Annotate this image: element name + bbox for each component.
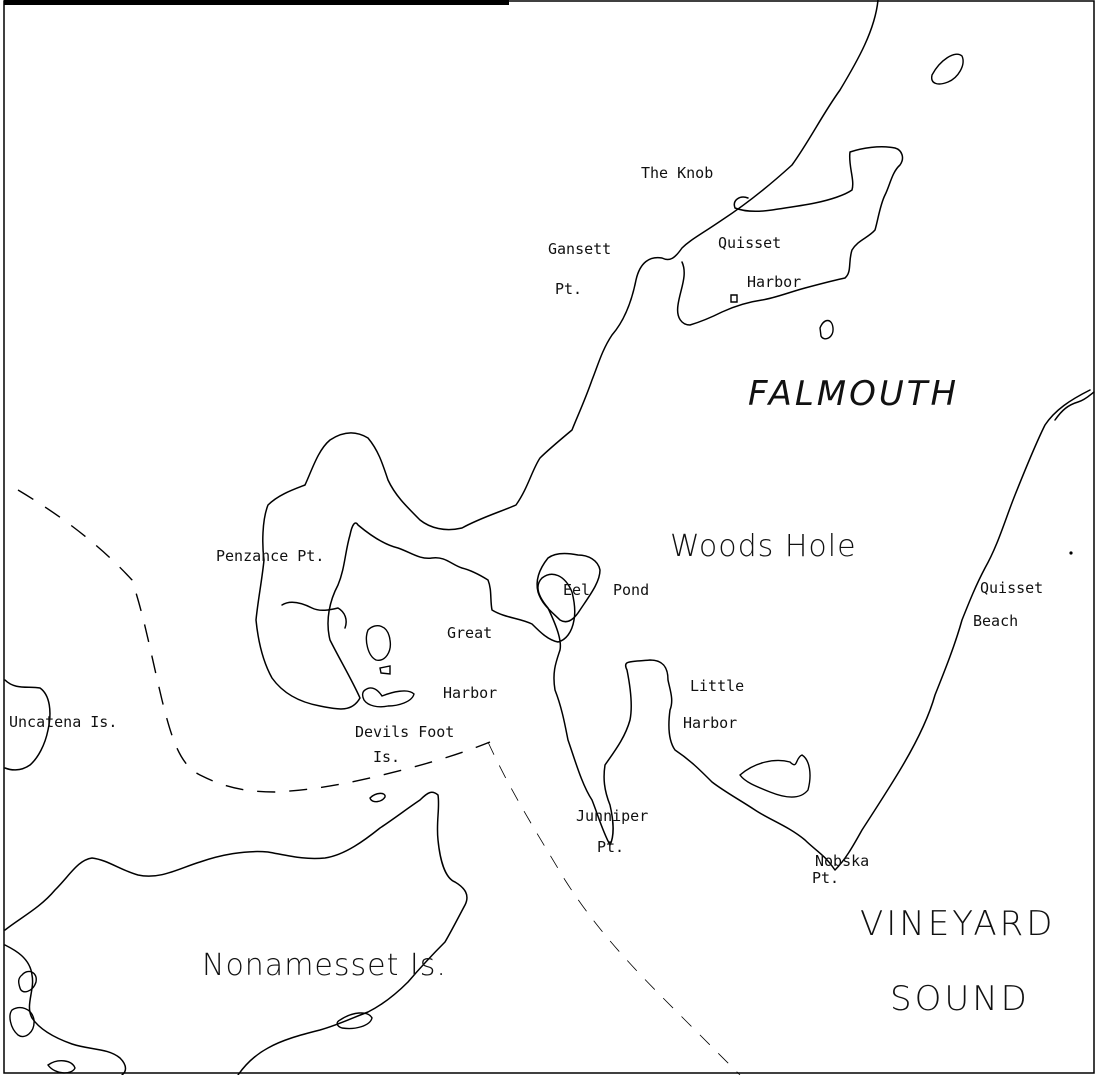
label-great: Great bbox=[447, 624, 492, 642]
eel-pond-shore bbox=[536, 552, 601, 623]
uncatena-island bbox=[4, 679, 51, 771]
great-harbor-islet bbox=[365, 624, 392, 661]
label-junniper: Junniper bbox=[576, 807, 648, 825]
channel-south-east bbox=[487, 741, 741, 1075]
map-frame bbox=[3, 0, 1095, 1074]
label-little: Little bbox=[690, 677, 744, 695]
devils-foot-island bbox=[361, 687, 415, 708]
label-vineyard: VINEYARD bbox=[860, 904, 1055, 944]
mainland-coastline bbox=[255, 0, 1091, 871]
label-pond: Pond bbox=[613, 581, 649, 599]
label-the-knob: The Knob bbox=[641, 164, 713, 182]
devils-foot-rock bbox=[369, 792, 386, 803]
quisset-rock bbox=[819, 319, 834, 340]
label-nonamesset: Nonamesset Is. bbox=[202, 948, 447, 983]
label-quisset-harbor: Harbor bbox=[747, 273, 801, 291]
label-little-harbor: Harbor bbox=[683, 714, 737, 732]
label-quisset: Quisset bbox=[718, 234, 781, 252]
quisset-mark bbox=[730, 294, 738, 303]
quisset-harbor-shore bbox=[676, 146, 904, 326]
little-harbor-islet bbox=[739, 754, 811, 798]
title-bar-remnant bbox=[4, 0, 509, 5]
label-nobska-pt: Pt. bbox=[812, 869, 839, 887]
the-knob-islet bbox=[931, 53, 964, 85]
nonamesset-south-islet bbox=[336, 1012, 373, 1030]
cove-island-2 bbox=[9, 1007, 35, 1038]
label-falmouth: FALMOUTH bbox=[748, 374, 959, 414]
label-quisset-beach-1: Quisset bbox=[980, 579, 1043, 597]
label-devils-foot-is: Is. bbox=[373, 748, 400, 766]
nonamesset-coastline bbox=[4, 791, 468, 1075]
survey-dot bbox=[1069, 551, 1073, 555]
east-shore-tail bbox=[1054, 391, 1095, 421]
tiny-islet bbox=[379, 665, 391, 675]
cove-island-3 bbox=[47, 1060, 76, 1074]
label-great-harbor: Harbor bbox=[443, 684, 497, 702]
label-penzance-pt: Penzance Pt. bbox=[216, 547, 324, 565]
label-junniper-pt: Pt. bbox=[597, 838, 624, 856]
label-eel: Eel bbox=[563, 581, 590, 599]
label-devils-foot: Devils Foot bbox=[355, 723, 454, 741]
channel-north-west bbox=[17, 489, 491, 793]
cove-island-1 bbox=[17, 970, 37, 993]
label-uncatena: Uncatena Is. bbox=[9, 713, 117, 731]
label-sound: SOUND bbox=[890, 979, 1030, 1019]
penzance-lagoon bbox=[281, 601, 347, 629]
label-gansett: Gansett bbox=[548, 240, 611, 258]
naushon-west-coast bbox=[4, 944, 127, 1075]
label-nobska: Nobska bbox=[815, 852, 869, 870]
label-woods-hole: Woods Hole bbox=[670, 529, 857, 564]
label-gansett-pt: Pt. bbox=[555, 280, 582, 298]
label-quisset-beach-2: Beach bbox=[973, 612, 1018, 630]
